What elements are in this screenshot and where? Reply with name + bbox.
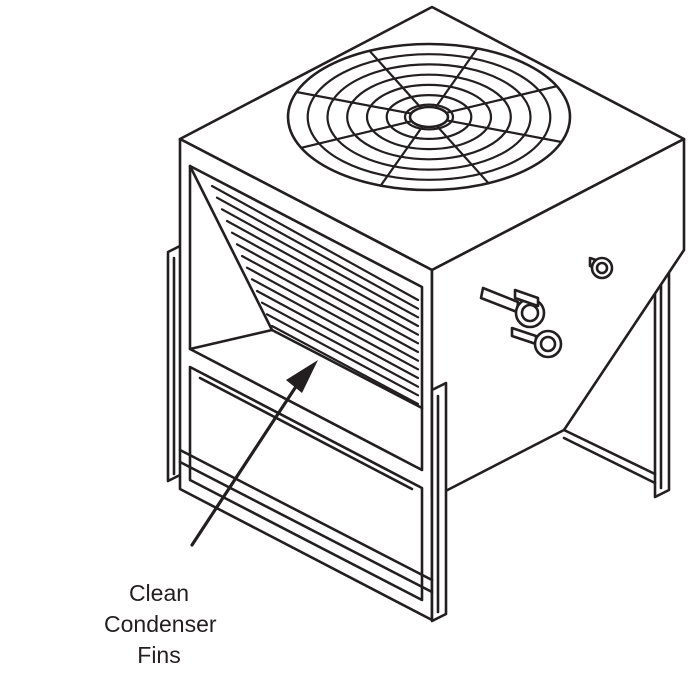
fan-spoke [445,119,563,144]
coil-fin [245,266,420,362]
coil-fin [240,254,420,354]
fan-guard-ring [306,53,552,181]
coil-fin [265,313,420,397]
fan-guard [286,42,572,192]
coil-fin [215,196,420,310]
coil-fin [225,219,420,328]
coil-fin [250,278,420,371]
coil-fin [210,184,420,302]
fan-spoke [445,85,558,114]
refrigerant-fittings [479,256,614,359]
fan-spoke [300,120,413,149]
front-stand [178,381,448,623]
fan-hub [408,105,450,129]
coil-fin [255,289,420,380]
coil-fin [235,243,420,345]
callout-label: Clean Condenser Fins [104,578,217,671]
cabinet-base [188,365,424,602]
condenser-coil [188,164,424,472]
fan-spoke [295,90,413,115]
callout-line-3: Fins [137,642,181,668]
fan-spoke [368,49,423,109]
callout-arrow [190,360,318,547]
coil-fin [260,301,420,388]
coil-fin [230,231,420,336]
callout-line-2: Condenser [104,611,217,637]
fan-guard-ring [385,93,473,140]
fan-guard-ring [326,63,532,171]
coil-fin [220,208,420,319]
callout-line-1: Clean [128,580,190,606]
fan-spoke [379,125,424,187]
rear-right-stand [562,261,671,499]
fan-spoke [434,47,479,109]
fan-guard-ring [403,103,455,131]
coil-fin [270,324,420,406]
fan-spoke [435,125,490,185]
fan-guard-ring [365,83,493,151]
fan-guard-ring [346,73,512,161]
